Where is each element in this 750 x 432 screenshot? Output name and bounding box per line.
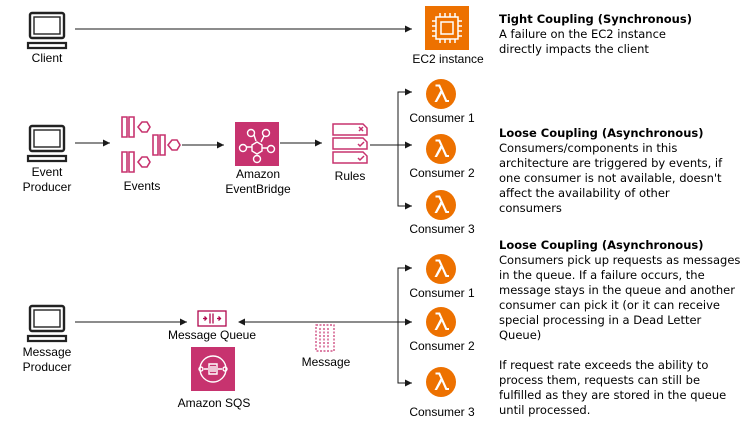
loose-coupling-queue-title: Loose Coupling (Asynchronous) bbox=[499, 238, 704, 252]
eventbridge-label: Amazon EventBridge bbox=[225, 167, 291, 196]
queue-consumer-3-label: Consumer 3 bbox=[409, 405, 475, 419]
events-label: Events bbox=[123, 179, 161, 193]
message-queue-icon bbox=[197, 310, 227, 327]
loose-coupling-queue-panel: Loose Coupling (Asynchronous) Consumers … bbox=[499, 238, 745, 418]
lambda-icon bbox=[426, 254, 456, 284]
message-producer-label: Message Producer bbox=[22, 345, 72, 374]
event-producer-computer-icon bbox=[26, 124, 68, 163]
tight-coupling-title: Tight Coupling (Synchronous) bbox=[499, 12, 692, 26]
loose-coupling-queue-description-2: If request rate exceeds the ability to p… bbox=[499, 358, 727, 417]
lambda-icon bbox=[426, 190, 456, 220]
lambda-icon bbox=[426, 134, 456, 164]
message-icon bbox=[315, 324, 335, 352]
lambda-icon bbox=[426, 79, 456, 109]
ec2-chip-icon bbox=[425, 6, 469, 50]
queue-consumer-1-label: Consumer 1 bbox=[409, 286, 475, 300]
client-label: Client bbox=[31, 51, 63, 65]
tight-coupling-panel: Tight Coupling (Synchronous) A failure o… bbox=[499, 12, 739, 57]
loose-coupling-events-panel: Loose Coupling (Asynchronous) Consumers/… bbox=[499, 126, 745, 216]
amazon-sqs-label: Amazon SQS bbox=[177, 396, 251, 410]
lambda-icon bbox=[426, 307, 456, 337]
lambda-icon bbox=[426, 367, 456, 397]
client-computer-icon bbox=[26, 11, 68, 50]
ec2-instance-label: EC2 instance bbox=[412, 52, 484, 66]
event-producer-label: Event Producer bbox=[22, 165, 72, 194]
rules-fanout-connectors bbox=[370, 88, 412, 210]
message-queue-label: Message Queue bbox=[167, 328, 257, 342]
tight-coupling-description: A failure on the EC2 instance directly i… bbox=[499, 27, 666, 56]
queue-fanout-connectors bbox=[397, 264, 412, 387]
rules-icon bbox=[332, 123, 368, 164]
message-producer-computer-icon bbox=[26, 304, 68, 343]
sqs-icon bbox=[191, 347, 235, 391]
event-consumer-3-label: Consumer 3 bbox=[409, 222, 475, 236]
queue-consumer-2-label: Consumer 2 bbox=[409, 339, 475, 353]
rules-label: Rules bbox=[334, 169, 366, 183]
message-label: Message bbox=[301, 355, 351, 369]
eventbridge-icon bbox=[235, 122, 279, 166]
loose-coupling-queue-description: Consumers pick up requests as messages i… bbox=[499, 253, 741, 342]
events-icon bbox=[121, 116, 181, 173]
event-consumer-2-label: Consumer 2 bbox=[409, 166, 475, 180]
event-consumer-1-label: Consumer 1 bbox=[409, 111, 475, 125]
loose-coupling-events-description: Consumers/components in this architectur… bbox=[499, 141, 723, 215]
loose-coupling-events-title: Loose Coupling (Asynchronous) bbox=[499, 126, 704, 140]
